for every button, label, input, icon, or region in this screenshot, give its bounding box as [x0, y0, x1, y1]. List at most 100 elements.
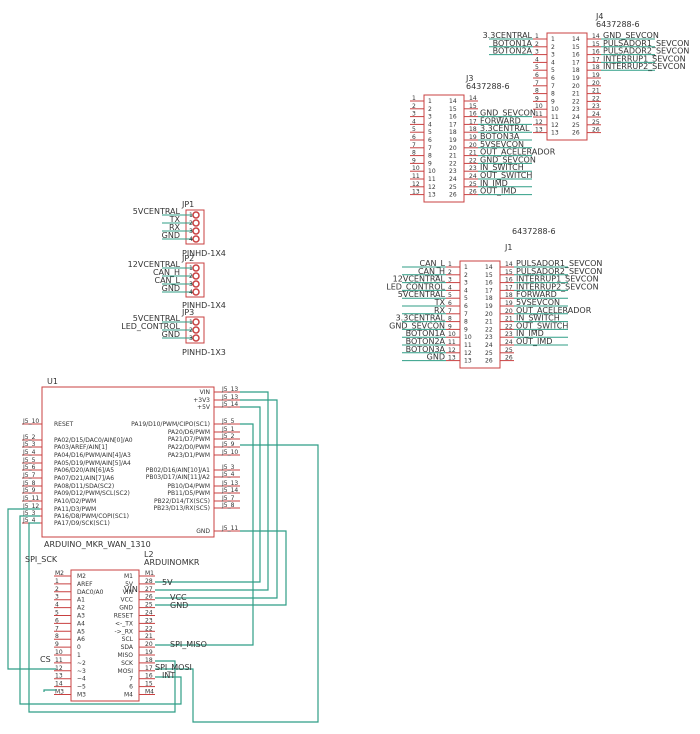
- l2-right-pin-number: 17: [145, 665, 153, 672]
- j3-pin-13-pad: 13: [412, 189, 420, 196]
- j4-pin-4-number: 4: [551, 59, 555, 66]
- jp2-pin-1-number: 1: [189, 265, 193, 272]
- l2-left-pin-label: 1: [77, 652, 81, 659]
- l2-left-pin-number: 9: [55, 641, 59, 648]
- u1-right-pin-pad: J5_2: [221, 433, 235, 440]
- j4-pin-11-pad: 11: [535, 111, 543, 118]
- u1-left-pin-label: PA04/D16/PWM/AIN[4]/A3: [54, 452, 131, 459]
- l2-right-pin-number: 20: [145, 641, 153, 648]
- u1-right-pin-pad: J5_5: [221, 418, 235, 425]
- l2-left-pin-number: 3: [55, 594, 59, 601]
- net-label-vcc: VCC: [170, 593, 187, 602]
- j1-pin-17-number: 17: [485, 287, 493, 294]
- u1-left-pin-label: PA07/D21/AIN[7]/A6: [54, 475, 114, 482]
- j4-pin-6-pad: 6: [535, 72, 539, 79]
- j4-pin-25-pad: 25: [592, 119, 600, 126]
- j1-right-net-label: 5VSEVCON: [516, 298, 560, 307]
- j4-pin-12-pad: 12: [535, 119, 543, 126]
- j1-pin-26-number: 26: [485, 358, 493, 365]
- j3-pin-6-number: 6: [428, 137, 432, 144]
- j4-pin-5-pad: 5: [535, 64, 539, 71]
- u1-left-pin-pad: J5_4: [22, 449, 36, 456]
- j1-pin-16-pad: 16: [505, 277, 513, 284]
- j1-pin-9-pad: 9: [448, 323, 452, 330]
- j3-pin-22-number: 22: [449, 160, 457, 167]
- u1-right-pin-pad: J5_7: [221, 495, 235, 502]
- j4-pin-4-pad: 4: [535, 56, 539, 63]
- l2-right-pin-label: M1: [124, 573, 133, 580]
- u1-right-pin-label: PB03/D17/AIN[11]/A2: [146, 474, 210, 481]
- l2-name: L2: [144, 550, 154, 559]
- jp1-pin-4-pad: [192, 235, 200, 243]
- j1-pin-13-pad: 13: [448, 355, 456, 362]
- j3-pin-6-pad: 6: [412, 134, 416, 141]
- j4-right-net-label: INTERRUP2_SEVCON: [603, 62, 686, 71]
- l2-left-pin-number: 12: [55, 665, 63, 672]
- u1-right-pin-label: PA19/D10/PWM/CIPO(SC1): [131, 421, 210, 428]
- l2-right-pin-label: 6: [129, 684, 133, 691]
- j4-right-net-label: GND_SEVCON: [603, 31, 659, 40]
- l2-left-pin-label: A2: [77, 605, 85, 612]
- wire-u1-pa11-to-cs: [7, 508, 56, 670]
- j1-right-net-label: PULSADOR2_SEVCON: [516, 267, 602, 276]
- l2-right-pin-label: SCL: [122, 636, 134, 643]
- jp1-pin-3-pad: [192, 227, 200, 235]
- u1-left-pin-pad: J5_8: [22, 480, 36, 487]
- u1-left-pin-label: PA11/D3/PWM: [54, 506, 96, 513]
- u1-left-pin-pad: J5_3: [22, 441, 36, 448]
- j1-pin-9-number: 9: [464, 326, 468, 333]
- j1-pin-17-pad: 17: [505, 284, 513, 291]
- l2-right-pin-number: M4: [145, 689, 154, 696]
- j1-pin-21-number: 21: [485, 319, 493, 326]
- l2-left-pin-label: A5: [77, 628, 85, 635]
- j1-pin-22-pad: 22: [505, 323, 513, 330]
- u1-right-pin-pad: J5_3: [221, 464, 235, 471]
- j3-pin-14-number: 14: [449, 98, 457, 105]
- u1-left-pin-label: PA06/D20/AIN[6]/A5: [54, 467, 114, 474]
- j3-pin-16-number: 16: [449, 114, 457, 121]
- l2-right-pin-label: VIN: [123, 589, 133, 596]
- l2-right-pin-label: SCK: [121, 660, 134, 667]
- j1-pin-10-pad: 10: [448, 331, 456, 338]
- j4-right-net-label: PULSADOR1_SEVCON: [603, 39, 689, 48]
- j3-pin-11-pad: 11: [412, 173, 420, 180]
- jp2-pin-1-pad: [192, 264, 200, 272]
- jp2-net-label: CAN_H: [153, 268, 180, 277]
- connector-j4: J4 6437288-6 112233445566778899101011111…: [483, 12, 689, 141]
- j1-left-net-label: BOTON2A: [406, 337, 446, 346]
- j3-pin-19-pad: 19: [469, 134, 477, 141]
- j1-pin-14-number: 14: [485, 264, 493, 271]
- u1-left-pin-label: PA03/AREF/AIN[1]: [54, 444, 107, 451]
- j4-pin-16-number: 16: [572, 52, 580, 59]
- j3-pin-4-pad: 4: [412, 118, 416, 125]
- j1-pin-11-number: 11: [464, 342, 472, 349]
- u1-left-pin-label: PA09/D12/PWM/SCL(SC2): [54, 490, 130, 497]
- j3-pin-2-pad: 2: [412, 103, 416, 110]
- j1-right-net-label: OUT_ACELERADOR: [516, 306, 592, 315]
- u1-right-pin-pad: J5_9: [221, 441, 235, 448]
- jp1-name: JP1: [181, 200, 194, 209]
- u1-right-pin-pad: J5_4: [221, 471, 235, 478]
- j1-pin-21-pad: 21: [505, 316, 513, 323]
- l2-left-pin-number: 2: [55, 586, 59, 593]
- l2-right-pin-label: 5V: [125, 581, 134, 588]
- u1-left-pin-pad: J5_2: [22, 434, 36, 441]
- j3-right-net-label: IN_SWITCH: [480, 163, 524, 172]
- j4-pin-8-pad: 8: [535, 88, 539, 95]
- j4-right-net-label: INTERRUP1_SEVCON: [603, 54, 686, 63]
- j3-pin-21-pad: 21: [469, 150, 477, 157]
- u1-right-pin-label: PB23/D13/RX(SC5): [154, 505, 210, 512]
- j4-pin-22-pad: 22: [592, 95, 600, 102]
- j3-pin-12-pad: 12: [412, 181, 420, 188]
- j1-pin-3-pad: 3: [448, 277, 452, 284]
- j3-right-net-label: FORWARD: [480, 116, 521, 125]
- u1-left-pin-pad: J5_6: [22, 464, 36, 471]
- jp3-pin-2-number: 2: [189, 327, 193, 334]
- j3-pin-26-number: 26: [449, 192, 457, 199]
- wire-u1-vin-to-l2-vin: [155, 391, 269, 591]
- j1-left-pins: 1122334455667788991010111112121313CAN_LC…: [386, 259, 472, 365]
- j3-pin-9-pad: 9: [412, 157, 416, 164]
